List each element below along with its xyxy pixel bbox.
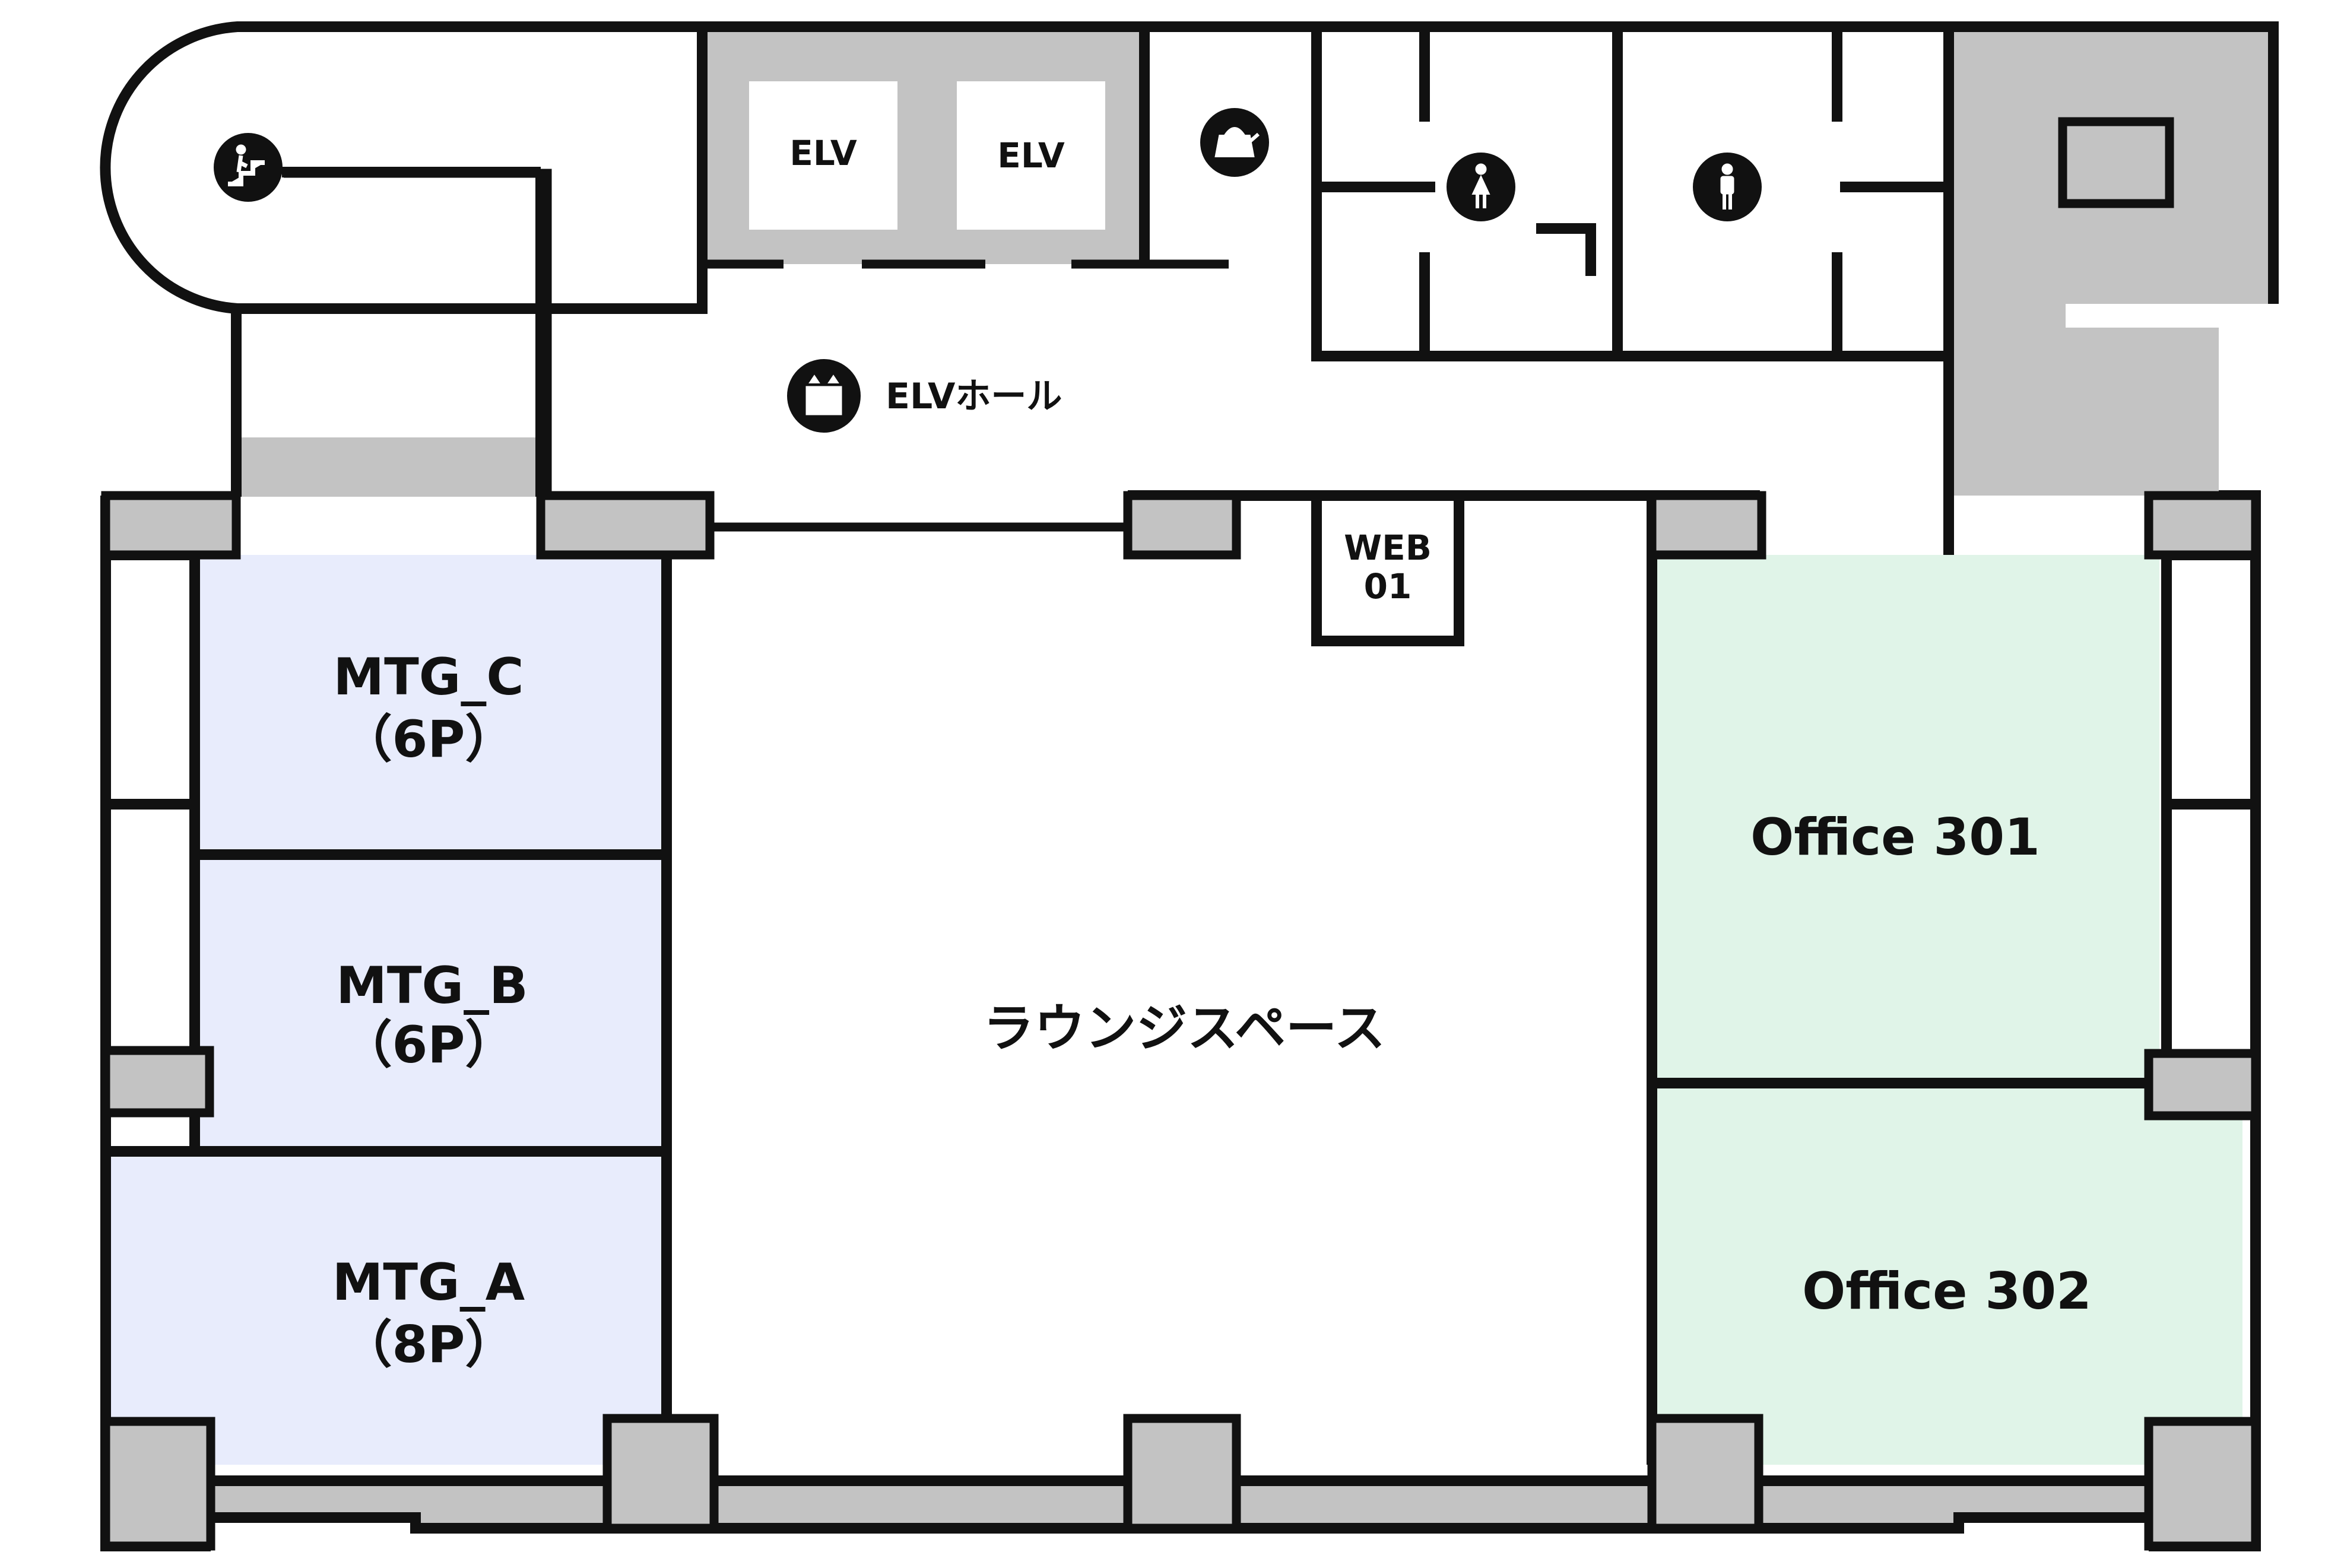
elevator-2-label: ELV <box>997 135 1065 176</box>
column <box>2144 1049 2260 1121</box>
mtg-c-room[interactable] <box>195 555 667 855</box>
male-restroom-icon <box>1693 153 1762 221</box>
meeting-rooms-dividers <box>107 849 667 1157</box>
stairs-icon <box>214 133 283 202</box>
mtg-a-room[interactable] <box>107 1151 667 1465</box>
elevator-icon <box>787 359 861 433</box>
elevator-car-2 <box>957 81 1105 230</box>
mtg-b-capacity: （6P） <box>341 1015 516 1075</box>
elevator-car-1 <box>749 81 897 230</box>
column <box>2144 1417 2260 1551</box>
mechanical-room-upper <box>1949 28 2273 329</box>
web-01-label-line2: 01 <box>1364 566 1412 607</box>
web-01-label-line1: WEB <box>1344 528 1432 568</box>
elevator-1-label: ELV <box>789 133 857 173</box>
stair-enclosure-wall <box>100 21 708 314</box>
column <box>101 1046 214 1118</box>
column <box>602 1414 719 1533</box>
lounge-label[interactable]: ラウンジスペース <box>983 999 1385 1058</box>
mechanical-inner-box <box>2058 117 2174 208</box>
office-302-room[interactable] <box>1652 1083 2242 1465</box>
core-north-wall <box>702 21 2279 304</box>
office-301-room[interactable] <box>1652 555 2159 1083</box>
restroom-block-wall <box>1311 27 1949 361</box>
column <box>1123 491 1241 560</box>
office-301-label: Office 301 <box>1750 808 2040 867</box>
column <box>101 491 241 560</box>
stair-landing-block <box>236 437 541 497</box>
column <box>1647 1414 1763 1533</box>
kettle-icon <box>1200 108 1269 177</box>
elevator-hall-label: ELVホール <box>886 376 1062 417</box>
elevator-shaft-wall <box>697 27 1150 264</box>
mtg-a-capacity: （8P） <box>341 1315 516 1375</box>
mtg-a-label: MTG_A <box>332 1253 525 1312</box>
mtg-c-label: MTG_C <box>334 647 524 707</box>
mtg-c-capacity: （6P） <box>341 710 516 769</box>
mechanical-room-lower <box>1949 315 2219 496</box>
east-window-frame <box>2161 550 2256 1083</box>
web-01-booth[interactable] <box>1311 490 1464 646</box>
column <box>1647 491 1766 560</box>
office-302-label: Office 302 <box>1802 1262 2092 1321</box>
mtg-b-room[interactable] <box>195 855 667 1151</box>
stair-route-line <box>284 169 552 496</box>
column <box>2144 491 2260 560</box>
column <box>536 491 715 560</box>
column <box>1123 1414 1241 1533</box>
female-restroom-icon <box>1447 153 1515 221</box>
column <box>101 1417 215 1551</box>
mtg-b-label: MTG_B <box>336 956 528 1015</box>
